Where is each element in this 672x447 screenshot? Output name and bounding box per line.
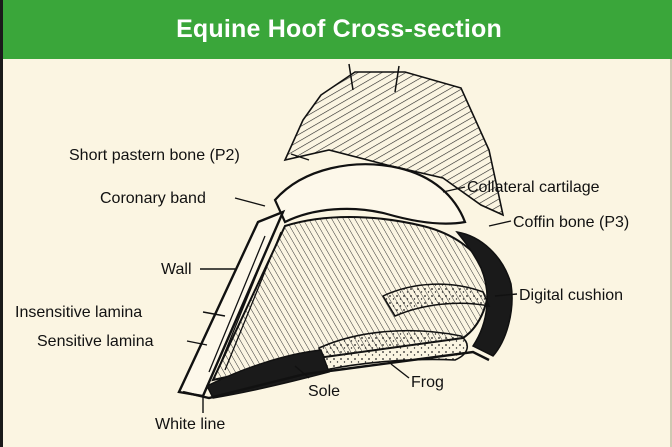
label-frog: Frog	[411, 374, 444, 391]
hoof-diagram: Short pastern bone (P2) Coronary band Wa…	[3, 59, 672, 447]
diagram-title: Equine Hoof Cross-section	[176, 15, 502, 44]
label-sensitive-lamina: Sensitive lamina	[37, 333, 154, 350]
label-sole: Sole	[308, 383, 340, 400]
label-coronary-band: Coronary band	[100, 190, 206, 207]
label-short-pastern-bone: Short pastern bone (P2)	[69, 147, 240, 164]
label-collateral-cartilage: Collateral cartilage	[467, 179, 600, 196]
label-white-line: White line	[155, 416, 225, 433]
label-digital-cushion: Digital cushion	[519, 287, 623, 304]
label-insensitive-lamina: Insensitive lamina	[15, 304, 142, 321]
label-wall: Wall	[161, 261, 192, 278]
title-bar: Equine Hoof Cross-section	[3, 0, 672, 59]
label-coffin-bone: Coffin bone (P3)	[513, 214, 629, 231]
